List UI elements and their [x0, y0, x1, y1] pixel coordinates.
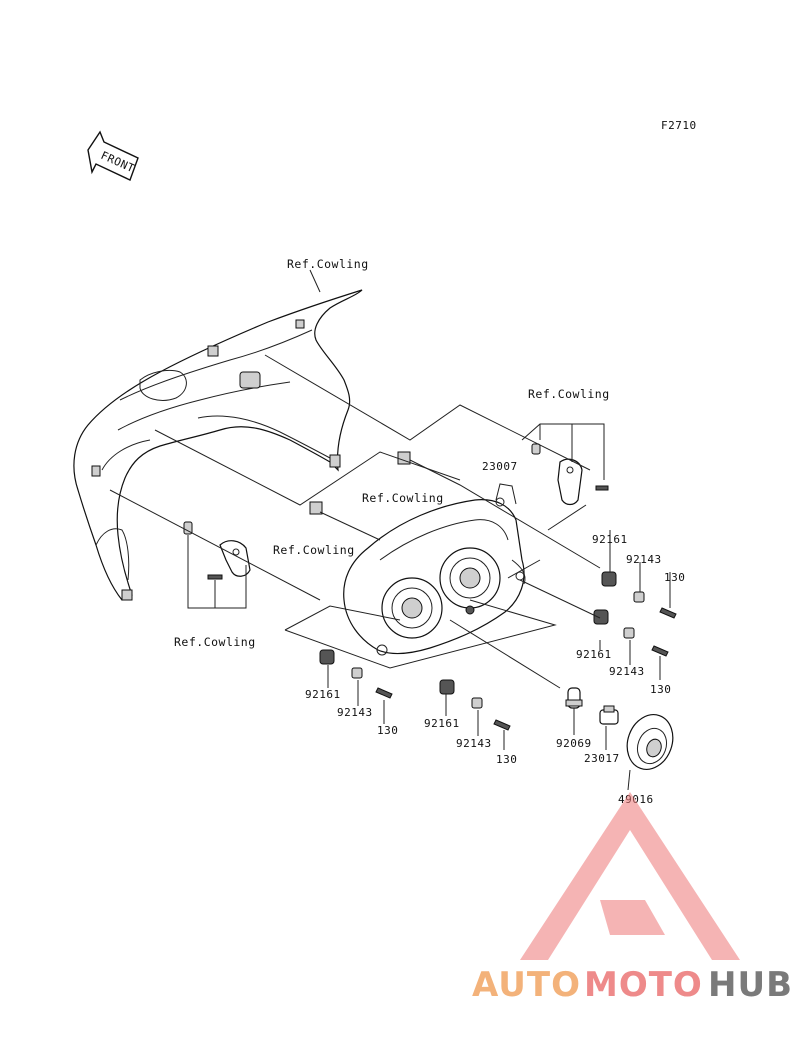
part-label-92069: 92069 [556, 737, 592, 750]
part-label-92161-c: 92161 [305, 688, 341, 701]
watermark-logo [520, 792, 740, 960]
watermark-text-hub: HUB [708, 965, 793, 1005]
clip-2 [309, 501, 323, 515]
ref-cowling-label-4: Ref.Cowling [273, 543, 355, 557]
watermark-text-moto: MOTO [584, 965, 703, 1005]
watermark-text-auto: AUTO [472, 965, 581, 1005]
cowling-bracket-left [183, 521, 251, 580]
part-label-92143-c: 92143 [337, 706, 373, 719]
ref-cowling-label-2: Ref.Cowling [528, 387, 610, 401]
bulb-part [565, 687, 583, 709]
part-label-92143-a: 92143 [626, 553, 662, 566]
headlight-assembly [343, 483, 526, 656]
leader-lines [109, 269, 671, 791]
collar-parts [351, 591, 645, 709]
ref-cowling-label-3: Ref.Cowling [362, 491, 444, 505]
part-label-92161-d: 92161 [424, 717, 460, 730]
part-label-92161-b: 92161 [576, 648, 612, 661]
part-label-23017: 23017 [584, 752, 620, 765]
socket-part [599, 705, 619, 725]
ref-cowling-label-5: Ref.Cowling [174, 635, 256, 649]
part-label-92143-b: 92143 [609, 665, 645, 678]
part-label-130-d: 130 [496, 753, 517, 766]
cowling-bracket-right [531, 443, 609, 506]
bolt-parts [375, 607, 677, 731]
upper-cowling [73, 289, 363, 601]
part-label-130-b: 130 [650, 683, 671, 696]
part-label-130-a: 130 [664, 571, 685, 584]
part-label-92143-d: 92143 [456, 737, 492, 750]
cap-part [626, 714, 674, 770]
front-arrow-icon: FRONT [87, 130, 139, 181]
grommet-parts [319, 571, 617, 695]
diagram-code: F2710 [661, 119, 697, 132]
part-label-23007: 23007 [482, 460, 518, 473]
part-label-130-c: 130 [377, 724, 398, 737]
part-label-92161-a: 92161 [592, 533, 628, 546]
ref-cowling-label-1: Ref.Cowling [287, 257, 369, 271]
